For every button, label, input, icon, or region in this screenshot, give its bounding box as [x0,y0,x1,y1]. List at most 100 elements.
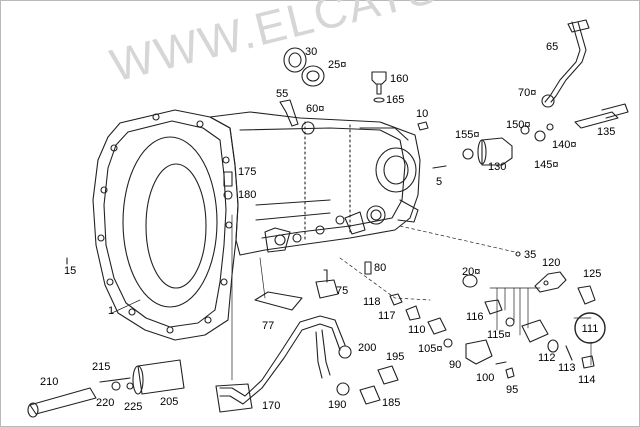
ring-112 [547,339,559,353]
callout-label-25: 25¤ [328,59,346,71]
callout-label-150: 150¤ [506,119,530,131]
bolt-185 [359,385,381,405]
part-90 [465,339,493,365]
shaft-210 [29,387,97,415]
callout-label-70: 70¤ [518,87,536,99]
seal-25 [301,65,325,87]
part-110 [427,317,447,335]
callout-label-220: 220 [96,397,114,409]
callout-label-145: 145¤ [534,159,558,171]
ring-105 [443,338,453,348]
part-117 [405,305,421,321]
callout-label-116: 116 [466,311,484,323]
callout-label-5: 5 [436,176,442,188]
plug-175 [223,171,233,187]
pin-10 [417,121,429,131]
callout-label-105: 105¤ [418,343,442,355]
callout-label-90: 90 [449,359,461,371]
callout-label-35: 35 [524,249,536,261]
callout-label-111: 111 [582,323,599,335]
callout-label-110: 110 [408,324,426,336]
part-130 [477,137,513,166]
sensor-75 [315,279,339,299]
washer-145 [534,130,546,142]
selector-shaft-part [574,103,629,129]
callout-label-155: 155¤ [455,129,479,141]
part-118 [389,293,403,306]
callout-label-120: 120 [542,257,560,269]
pin-5 [432,165,447,169]
shift-lever-part [541,19,590,108]
bracket-77 [254,291,303,311]
oil-pipe-170 [215,315,346,413]
callout-label-55: 55 [276,88,288,100]
part-195 [377,365,399,385]
callout-label-170: 170 [262,400,280,412]
bolt-55 [279,99,299,127]
callout-label-115: 115¤ [487,329,511,341]
callout-label-15: 15 [64,265,76,277]
callout-label-114: 114 [578,374,596,386]
part-80 [364,261,372,275]
callout-label-77: 77 [262,320,274,332]
washer-60 [301,121,315,135]
part-115 [521,319,549,343]
bolt-125 [577,285,596,305]
leader-lines [111,214,592,381]
callout-label-215: 215 [92,361,110,373]
part-205 [137,359,185,395]
callout-label-10: 10 [416,108,428,120]
callout-label-20: 20¤ [462,266,480,278]
bracket-120 [534,271,567,293]
callout-label-118: 118 [363,296,381,308]
bell-housing [92,109,239,341]
part-140 [546,123,554,131]
callout-label-117: 117 [378,310,396,322]
callout-label-75: 75 [336,285,348,297]
callout-label-200: 200 [358,342,376,354]
callout-label-165: 165 [386,94,404,106]
part-114 [581,355,595,369]
callout-label-175: 175 [238,166,256,178]
ring-225 [126,382,134,390]
pin-113 [565,345,573,361]
callout-label-112: 112 [538,352,556,364]
callout-label-80: 80 [374,262,386,274]
callout-label-205: 205 [160,396,178,408]
seal-30 [283,47,307,73]
ring-220 [111,381,121,391]
callout-label-185: 185 [382,397,400,409]
callout-label-135: 135 [597,126,615,138]
pin-100 [495,361,507,365]
pin-215 [99,377,131,383]
part-116 [484,299,503,315]
callout-label-130: 130 [488,161,506,173]
callout-label-95: 95 [506,384,518,396]
callout-label-65: 65 [546,41,558,53]
washer-155 [462,148,474,160]
ring-190 [336,382,350,396]
callout-label-1: 1 [108,305,114,317]
callout-label-225: 225 [124,401,142,413]
gearbox-case [209,111,421,256]
callout-label-100: 100 [476,372,494,384]
seal-20 [462,274,478,288]
callout-label-190: 190 [328,399,346,411]
part-95 [505,367,515,379]
callout-label-140: 140¤ [552,139,576,151]
washer-180 [223,190,233,200]
callout-label-160: 160 [390,73,408,85]
callout-label-30: 30 [305,46,317,58]
breather-160 [371,71,387,85]
callout-label-180: 180 [238,189,256,201]
callout-label-210: 210 [40,376,58,388]
callout-label-60: 60¤ [306,103,324,115]
ball-35 [515,251,521,257]
ring-200 [338,345,352,359]
group-callout-111: 111 [574,312,606,344]
callout-label-113: 113 [558,362,576,374]
callout-label-195: 195 [386,351,404,363]
callout-label-125: 125 [583,268,601,280]
